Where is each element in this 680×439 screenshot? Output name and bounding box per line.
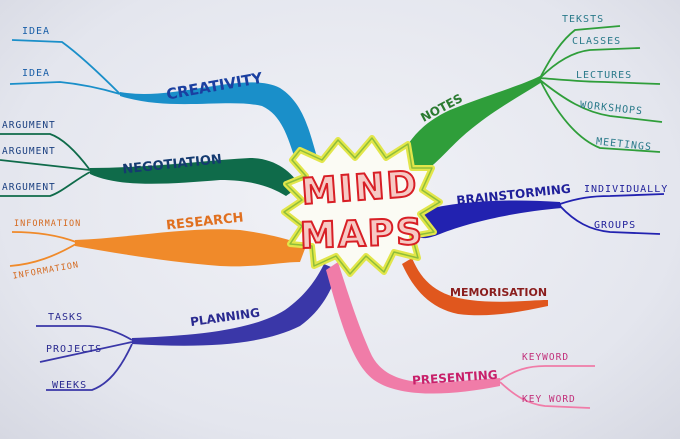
notes-sub-line-1 (539, 25, 621, 79)
brainstorming-sub-label-1: INDIVIDUALLY (584, 184, 668, 195)
creativity-sub-line-1 (11, 39, 121, 95)
research-sub-line-2 (9, 243, 77, 267)
notes-sub-line-2 (539, 47, 641, 79)
negotiation-sub-label-2: ARGUMENT (2, 146, 56, 157)
negotiation-branch-shape (90, 158, 300, 196)
planning-sub-label-1: TASKS (48, 312, 83, 323)
planning-sub-line-1 (36, 325, 133, 341)
research-branch-shape (75, 229, 306, 267)
negotiation-sub-line-1 (0, 133, 91, 171)
notes-sub-line-3 (539, 77, 661, 85)
negotiation-sub-line-3 (0, 171, 91, 197)
branch-memorisation: MEMORISATION (402, 258, 548, 316)
brainstorming-sub-label-2: GROUPS (594, 220, 636, 231)
center-title-line-1: MIND (300, 164, 420, 213)
notes-sub-line-5 (539, 79, 661, 153)
memorisation-label: MEMORISATION (450, 286, 547, 299)
notes-sub-label-2: CLASSES (572, 36, 621, 47)
presenting-sub-line-2 (499, 381, 591, 409)
center-title-line-2: MAPS (299, 212, 424, 257)
planning-sub-line-2 (39, 341, 133, 363)
negotiation-sub-label-1: ARGUMENT (2, 120, 56, 131)
negotiation-sub-line-2 (0, 159, 91, 171)
planning-branch-shape (132, 264, 338, 346)
creativity-sub-label-2: IDEA (22, 68, 50, 79)
research-sub-label-2: INFORMATION (12, 260, 80, 282)
presenting-label: PRESENTING (412, 368, 498, 388)
research-sub-label-1: INFORMATION (14, 219, 81, 229)
creativity-sub-line-2 (9, 81, 121, 95)
center-node: MIND MAPS (281, 135, 443, 277)
memorisation-branch-shape (402, 258, 548, 316)
branch-research: INFORMATION INFORMATION RESEARCH (9, 210, 306, 282)
presenting-sub-label-2: KEY WORD (522, 394, 576, 405)
notes-sub-line-4 (539, 79, 663, 123)
branch-notes: TEKSTS CLASSES LECTURES WORKSHOPS MEETIN… (398, 14, 663, 176)
notes-sub-label-5: MEETINGS (595, 136, 652, 153)
planning-sub-label-3: WEEKS (52, 380, 87, 391)
branch-creativity: IDEA IDEA CREATIVITY (9, 26, 318, 162)
presenting-sub-line-1 (499, 365, 595, 381)
notes-sub-label-1: TEKSTS (562, 14, 604, 25)
research-sub-line-1 (11, 231, 77, 243)
notes-branch-shape (398, 76, 542, 176)
branch-brainstorming: INDIVIDUALLY GROUPS BRAINSTORMING (416, 182, 668, 239)
brainstorming-sub-line-2 (559, 205, 661, 235)
creativity-branch-shape (120, 82, 318, 162)
notes-sub-label-3: LECTURES (576, 70, 632, 81)
branch-negotiation: ARGUMENT ARGUMENT ARGUMENT NEGOTIATION (0, 120, 300, 197)
branch-planning: TASKS PROJECTS WEEKS PLANNING (36, 264, 338, 391)
presenting-sub-label-1: KEYWORD (522, 352, 569, 363)
notes-sub-label-4: WORKSHOPS (579, 100, 643, 118)
branch-presenting: KEYWORD KEY WORD PRESENTING (326, 262, 595, 409)
creativity-sub-label-1: IDEA (22, 26, 50, 37)
center-burst-outline (283, 137, 441, 275)
presenting-branch-shape (326, 262, 500, 394)
negotiation-sub-label-3: ARGUMENT (2, 182, 56, 193)
planning-sub-line-3 (46, 343, 133, 391)
planning-sub-label-2: PROJECTS (46, 344, 102, 355)
brainstorming-sub-line-1 (559, 193, 665, 205)
brainstorming-branch-shape (416, 200, 562, 239)
